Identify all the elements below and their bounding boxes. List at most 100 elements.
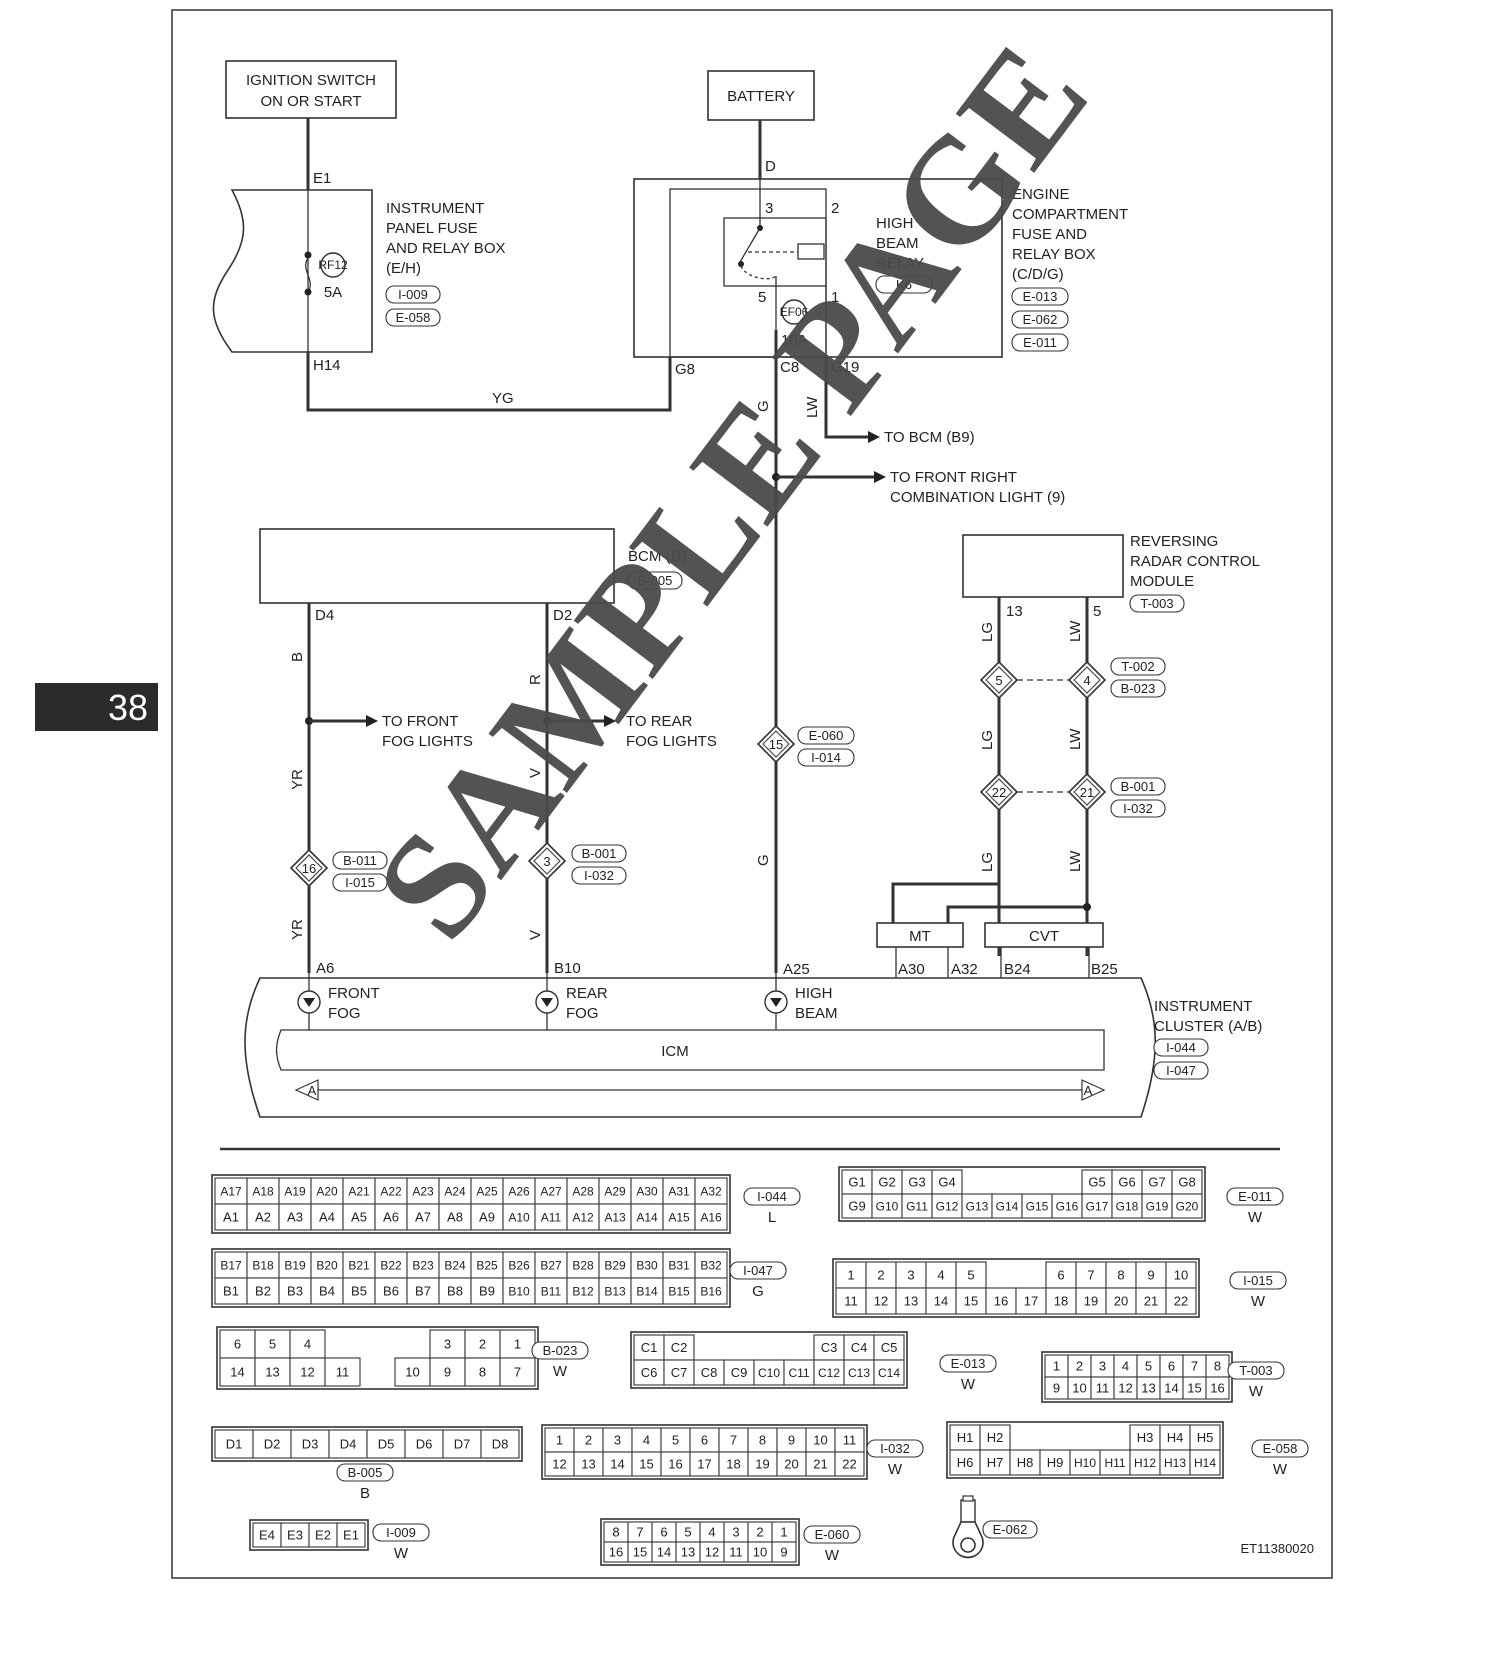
connector-pin-label: A6 xyxy=(383,1210,399,1225)
wire-yr-top: YR xyxy=(289,769,306,790)
connector-pin-label: G2 xyxy=(878,1175,895,1190)
connector-cavity xyxy=(278,1277,312,1305)
connector-pin-label: G12 xyxy=(936,1200,959,1214)
connector-pin-label: 4 xyxy=(937,1268,944,1283)
connector-pin-label: E1 xyxy=(343,1528,359,1543)
relay-label-3: RELAY xyxy=(876,255,924,272)
connector-cavity xyxy=(480,1429,520,1459)
connector-pin-label: A31 xyxy=(668,1185,690,1199)
connector-pin-label: 20 xyxy=(1114,1294,1128,1309)
splice-4 xyxy=(1067,660,1107,700)
connector-pin-label: 8 xyxy=(1214,1359,1221,1374)
fuse-rf12-icon xyxy=(320,252,346,278)
connector-pin-label: H13 xyxy=(1164,1456,1186,1470)
connector-pin-label: A9 xyxy=(479,1210,495,1225)
connector-pin-label: A10 xyxy=(508,1211,530,1225)
connector-pin-label: B6 xyxy=(383,1284,399,1299)
wire-lw-3: LW xyxy=(1067,850,1084,872)
high-beam-label-2: BEAM xyxy=(795,1005,838,1022)
connector-pin-label: A19 xyxy=(284,1185,306,1199)
radar-label-3: MODULE xyxy=(1130,573,1194,590)
connector-pin-label: B11 xyxy=(541,1285,562,1299)
connector-pin-label: 9 xyxy=(788,1433,795,1448)
connector-pin-label: 12 xyxy=(300,1365,314,1380)
connector-pin-label: B3 xyxy=(287,1284,303,1299)
radar-label-1: REVERSING xyxy=(1130,533,1218,550)
connector-pin-label: 11 xyxy=(843,1433,857,1448)
connector-pin-label: 20 xyxy=(784,1457,798,1472)
section-marker-right: A xyxy=(1084,1083,1093,1098)
connector-pin-label: B32 xyxy=(700,1259,722,1273)
connector-pin-label: H8 xyxy=(1017,1455,1034,1470)
connector-cavity xyxy=(771,1541,797,1563)
connector-cavity xyxy=(289,1357,326,1387)
connector-pin-label: 9 xyxy=(780,1545,787,1560)
connector-cavity xyxy=(1111,1193,1143,1219)
connector-pin-label: H7 xyxy=(987,1455,1004,1470)
connector-pin-label: B16 xyxy=(700,1285,722,1299)
ignition-switch-label-2: ON OR START xyxy=(260,93,361,110)
connector-cavity xyxy=(660,1427,691,1453)
connector-id-pill xyxy=(743,1187,801,1206)
wire-lw-2: LW xyxy=(1067,728,1084,750)
connector-cavity xyxy=(566,1177,600,1205)
connector-cavity xyxy=(573,1427,604,1453)
conn-i-009: I-009 xyxy=(398,287,428,302)
connector-id-i-047: I-047 xyxy=(743,1263,773,1278)
conn-i-032-splice: I-032 xyxy=(584,868,614,883)
connector-cavity xyxy=(1171,1169,1203,1195)
wire-lg-2: LG xyxy=(979,730,996,750)
connector-pin-label: H14 xyxy=(1194,1456,1216,1470)
conn-b-001-splice-2: B-001 xyxy=(1121,779,1156,794)
connector-pin-label: 10 xyxy=(753,1545,767,1560)
connector-id-i-032: I-032 xyxy=(880,1441,910,1456)
arrow-to-bcm: TO BCM (B9) xyxy=(884,429,975,446)
connector-pin-label: A24 xyxy=(444,1185,466,1199)
connector-id-e-013: E-013 xyxy=(951,1356,986,1371)
connector-cavity xyxy=(949,1424,981,1451)
connector-id-pill xyxy=(1229,1271,1287,1290)
connector-color-i-044: L xyxy=(768,1209,776,1226)
connector-pin-label: G9 xyxy=(848,1199,865,1214)
connector-cavity xyxy=(310,1203,344,1231)
connector-pin-label: 17 xyxy=(697,1457,711,1472)
connector-pin-label: G5 xyxy=(1088,1175,1105,1190)
connector-id-b-005: B-005 xyxy=(348,1465,383,1480)
svg-text:3: 3 xyxy=(543,854,550,869)
connector-pin-label: A32 xyxy=(700,1185,722,1199)
connector-color-b-023: W xyxy=(553,1363,568,1380)
connector-pin-label: A11 xyxy=(541,1211,562,1225)
connector-pin-label: A12 xyxy=(572,1211,594,1225)
cluster-label-2: CLUSTER (A/B) xyxy=(1154,1018,1262,1035)
connector-id-pill xyxy=(729,1261,787,1280)
relay-pin-2: 2 xyxy=(831,200,839,217)
connector-pin-label: B22 xyxy=(380,1259,402,1273)
connector-color-b-005: B xyxy=(360,1485,370,1502)
front-fog-label-1: FRONT xyxy=(328,985,380,1002)
connector-cavity xyxy=(979,1424,1011,1451)
connector-cavity xyxy=(328,1429,368,1459)
conn-i-014-splice: I-014 xyxy=(811,750,841,765)
connector-pin-label: 7 xyxy=(514,1365,521,1380)
connector-cavity xyxy=(689,1451,720,1477)
relay-label-1: HIGH xyxy=(876,215,914,232)
conn-i-044: I-044 xyxy=(1166,1040,1196,1055)
connector-cavity xyxy=(985,1287,1017,1315)
connector-pin-label: G14 xyxy=(996,1200,1019,1214)
connector-pin-label: 9 xyxy=(1053,1381,1060,1396)
arrow-rear-fog-1: TO REAR xyxy=(626,713,693,730)
connector-pin-label: B26 xyxy=(508,1259,530,1273)
connector-pin-label: A2 xyxy=(255,1210,271,1225)
connector-color-t-003: W xyxy=(1249,1383,1264,1400)
connector-pin-label: G15 xyxy=(1026,1200,1049,1214)
connector-pin-label: H6 xyxy=(957,1455,974,1470)
connector-id-pill xyxy=(1251,1439,1309,1458)
pin-d4: D4 xyxy=(315,607,334,624)
connector-pin-label: 8 xyxy=(479,1365,486,1380)
connector-pin-label: C10 xyxy=(758,1366,780,1380)
connector-pin-label: 14 xyxy=(934,1294,948,1309)
connector-cavity xyxy=(278,1251,312,1279)
connector-pin-label: 15 xyxy=(633,1545,647,1560)
connector-cavity xyxy=(805,1451,836,1477)
connector-pin-label: 14 xyxy=(610,1457,624,1472)
